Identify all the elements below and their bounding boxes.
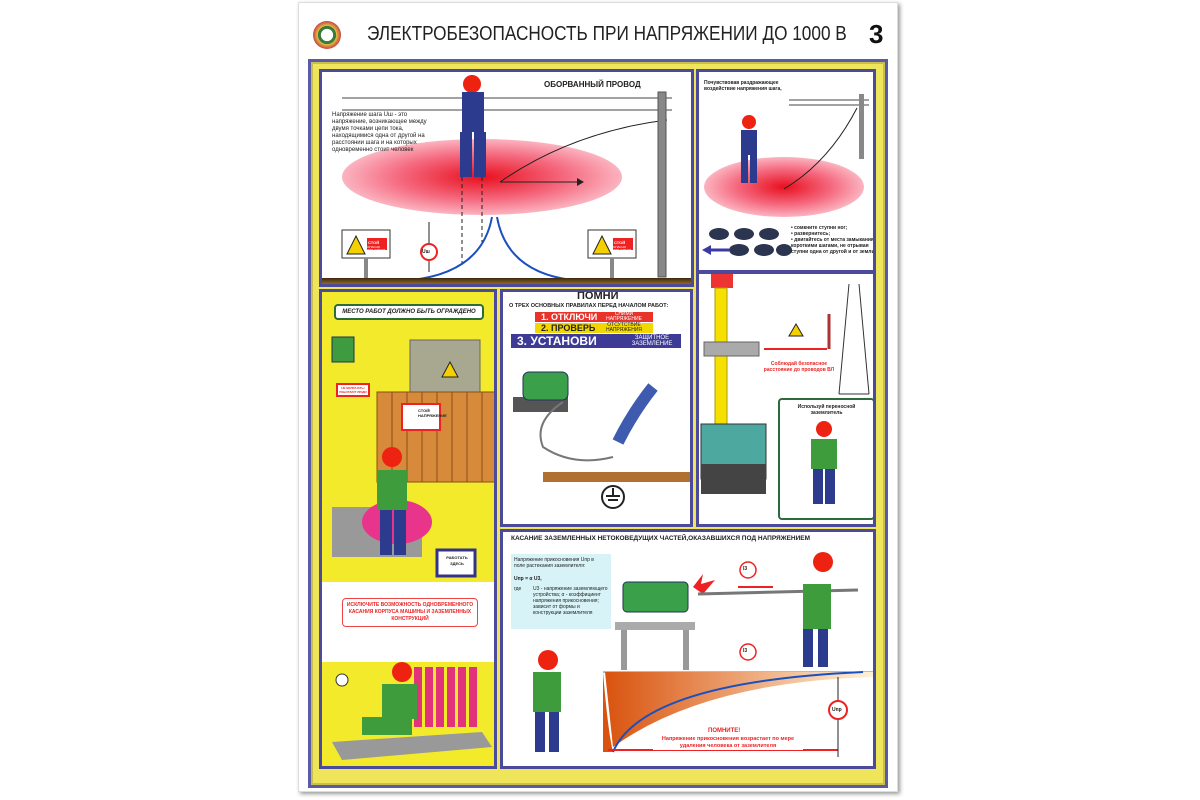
remember-heading: ПОМНИ (573, 292, 623, 302)
portable-ground-note: Используй переносной заземлитель (797, 404, 856, 416)
tip-item: • сомкните ступни ног; (791, 225, 848, 231)
poster: ЭЛЕКТРОБЕЗОПАСНОСТЬ ПРИ НАПРЯЖЕНИИ ДО 10… (298, 2, 898, 792)
poster-title: ЭЛЕКТРОБЕЗОПАСНОСТЬ ПРИ НАПРЯЖЕНИИ ДО 10… (367, 23, 847, 45)
sign-sub-right: ОПАСНО ДЛЯ ЖИЗНИ (613, 245, 632, 252)
formula-legend: U3 - напряжение заземляющего устройства;… (533, 586, 608, 616)
sign-sub-left: ОПАСНО ДЛЯ ЖИЗНИ (367, 245, 386, 252)
crane-illustration (700, 274, 873, 520)
logo-emblem (313, 21, 341, 49)
fence-warning: ИСКЛЮЧИТЕ ВОЗМОЖНОСТЬ ОДНОВРЕМЕННОГО КАС… (342, 598, 478, 627)
remember-subheading: О ТРЕХ ОСНОВНЫХ ПРАВИЛАХ ПЕРЕД НАЧАЛОМ Р… (509, 303, 669, 309)
sign-stop-right: СТОЙ (614, 240, 626, 245)
panel-crane: Соблюдай безопасное расстояние до провод… (696, 271, 876, 527)
sign-do-not-switch: НЕ ВКЛЮЧАТЬ! РАБОТАЮТ ЛЮДИ (339, 386, 367, 394)
step-voltage-marker: Uш (422, 249, 430, 255)
touch-remember-text: Напряжение прикосновения возрастает по м… (653, 736, 803, 750)
panel-step-voltage: ОБОРВАННЫЙ ПРОВОД Напряжение шага Uш - э… (319, 69, 694, 287)
touch-voltage-illustration (533, 552, 873, 757)
formula-intro: Напряжение прикосновения Uпр в поле раст… (514, 557, 594, 569)
panel-touch-voltage: КАСАНИЕ ЗАЗЕМЛЕННЫХ НЕТОКОВЕДУЩИХ ЧАСТЕЙ… (500, 529, 876, 769)
current-label-bottom: I3 (743, 648, 748, 654)
panel-fence: МЕСТО РАБОТ ДОЛЖНО БЫТЬ ОГРАЖДЕНО НЕ ВКЛ… (319, 289, 497, 769)
sign-stop-left: СТОЙ (368, 240, 380, 245)
broken-wire-heading: ОБОРВАННЫЙ ПРОВОД (544, 80, 641, 89)
fence-heading: МЕСТО РАБОТ ДОЛЖНО БЫТЬ ОГРАЖДЕНО (334, 304, 484, 320)
tip-item: • двигайтесь от места замыкания коротким… (791, 237, 875, 255)
touch-heading: КАСАНИЕ ЗАЗЕМЛЕННЫХ НЕТОКОВЕДУЩИХ ЧАСТЕЙ… (511, 535, 811, 542)
touch-voltage-marker: Uпр (832, 707, 842, 713)
formula: Uпр = α U3, (514, 576, 542, 582)
step-voltage-illustration (322, 75, 691, 284)
touch-remember: ПОМНИТЕ! (708, 728, 741, 734)
poster-number: 3 (869, 19, 884, 49)
step-exit-intro: Почувствовав раздражающее воздействие на… (704, 80, 782, 92)
safe-distance-note: Соблюдай безопасное расстояние до провод… (763, 361, 835, 373)
panel-remember: ПОМНИ О ТРЕХ ОСНОВНЫХ ПРАВИЛАХ ПЕРЕД НАЧ… (500, 289, 693, 527)
formula-box: Напряжение прикосновения Uпр в поле раст… (511, 554, 611, 629)
sign-stop-voltage: СТОЙ! НАПРЯЖЕНИЕ (418, 408, 447, 418)
step-exit-illustration (702, 94, 869, 256)
formula-where: где (514, 586, 522, 592)
panel-step-exit: Почувствовав раздражающее воздействие на… (696, 69, 876, 273)
step-voltage-definition: Напряжение шага Uш - это напряжение, воз… (332, 112, 427, 153)
fence-illustration (322, 292, 494, 766)
grounding-illustration (513, 371, 690, 509)
current-label-top: I3 (743, 566, 748, 572)
sign-work-here: РАБОТАТЬ ЗДЕСЬ (446, 555, 468, 566)
step-exit-tips: • сомкните ступни ног; • развернитесь; •… (791, 225, 875, 255)
tip-item: • развернитесь; (791, 231, 831, 237)
